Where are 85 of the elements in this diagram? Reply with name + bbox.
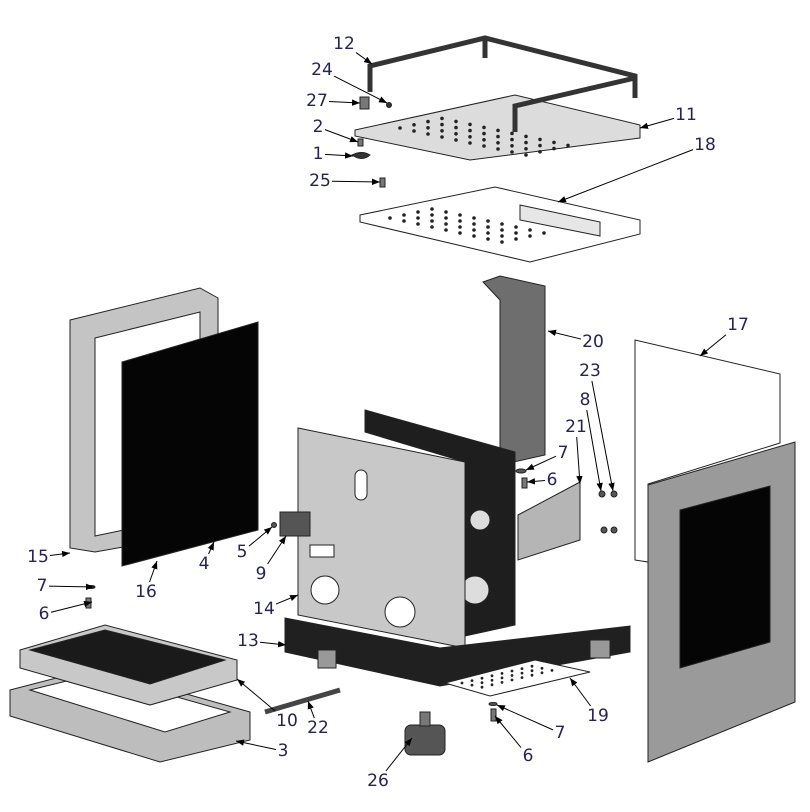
callout-number: 5 (235, 542, 249, 562)
nut-drawing (598, 490, 606, 498)
callout-number: 1 (311, 144, 325, 164)
leader-line (558, 149, 694, 202)
leader-line (526, 478, 546, 485)
callout-number: 16 (134, 582, 158, 602)
callout-number: 25 (308, 171, 332, 191)
leader-line (494, 716, 522, 748)
nut-drawing (610, 490, 618, 498)
leader-line (356, 52, 372, 64)
leader-line (48, 584, 94, 590)
leader-line (236, 678, 276, 712)
leader-line (260, 640, 286, 648)
leader-line (332, 178, 380, 186)
callout-number: 11 (674, 105, 698, 125)
callout-number: 2 (311, 117, 325, 137)
leader-line (324, 129, 358, 142)
leader-line (50, 550, 70, 558)
callout-number: 15 (26, 547, 50, 567)
leader-line (334, 76, 388, 104)
leader-line (328, 99, 360, 106)
knob-drawing (352, 152, 370, 159)
callout-number: 3 (276, 741, 290, 761)
drip-tray-drawing (20, 624, 238, 706)
leader-line (324, 152, 354, 159)
leader-line (526, 456, 556, 470)
leader-line (570, 678, 592, 706)
callout-number: 7 (553, 723, 567, 743)
base-frame-drawing (284, 617, 630, 686)
leader-line (700, 334, 726, 356)
callout-number: 9 (254, 564, 268, 584)
washer-drawing (516, 468, 526, 474)
callout-number: 26 (366, 771, 390, 791)
callout-number: 13 (236, 631, 260, 651)
perforated-plate-drawing (360, 186, 640, 263)
leader-line (496, 704, 554, 730)
leader-line (591, 380, 615, 492)
pin-drawing (358, 138, 364, 146)
callout-number: 7 (35, 576, 49, 596)
callout-number: 19 (586, 706, 610, 726)
callout-number: 7 (556, 443, 570, 463)
leader-line (548, 330, 582, 340)
callout-number: 18 (693, 135, 717, 155)
callout-number: 6 (545, 470, 559, 490)
callout-number: 6 (37, 604, 51, 624)
callout-number: 8 (578, 390, 592, 410)
callout-number: 4 (197, 554, 211, 574)
leader-line (640, 118, 674, 129)
panel-drawing (122, 321, 258, 567)
callout-number: 14 (252, 599, 276, 619)
callout-number: 24 (310, 60, 334, 80)
side-panel-drawing (634, 339, 780, 563)
leader-line (308, 700, 315, 718)
label-plate-drawing (280, 512, 310, 536)
leader-line (50, 600, 92, 613)
chassis-plate-drawing (298, 427, 466, 649)
callout-number: 12 (332, 34, 356, 54)
callout-number: 21 (564, 417, 588, 437)
screw-drawing (271, 522, 277, 528)
leader-line (149, 560, 158, 582)
leader-line (208, 542, 214, 554)
callout-number: 17 (726, 315, 750, 335)
rail-drawing (264, 688, 341, 714)
screw-drawing (86, 598, 92, 608)
screw-drawing (490, 708, 496, 722)
leader-line (276, 594, 298, 605)
callout-number: 27 (305, 91, 329, 111)
handle-frame-drawing (368, 35, 638, 134)
leader-line (385, 738, 412, 772)
leader-line (586, 410, 603, 492)
screw-drawing (380, 178, 386, 188)
leader-line (248, 526, 272, 547)
perforated-plate-drawing (354, 94, 640, 160)
callout-number: 23 (578, 361, 602, 381)
callout-number: 20 (581, 332, 605, 352)
spacer-drawing (360, 96, 370, 110)
leader-line (576, 436, 583, 484)
leader-line (267, 536, 286, 564)
callout-number: 22 (306, 718, 330, 738)
leader-line (236, 740, 276, 750)
foot-drawing (404, 712, 446, 756)
screw-drawing (522, 478, 528, 488)
callout-number: 10 (275, 711, 299, 731)
callout-number: 6 (521, 746, 535, 766)
washer-drawing (488, 702, 498, 706)
